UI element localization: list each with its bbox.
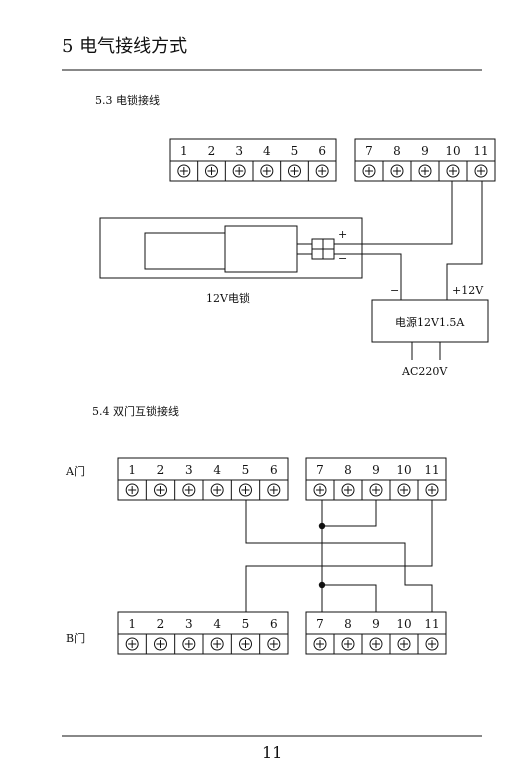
door-b-terminal-block-1-6: 1 2 3 4 5 6 xyxy=(117,611,289,655)
s53-right-terminal-label-7: 7 xyxy=(365,144,373,158)
psu-minus-sign: − xyxy=(390,284,399,297)
b-right-terminal-label-9: 9 xyxy=(372,617,380,631)
s53-right-terminal-label-10: 10 xyxy=(445,144,460,158)
a-right-terminal-label-8: 8 xyxy=(344,463,352,477)
wire-a11-to-b5 xyxy=(245,500,433,612)
b-right-terminal-label-10: 10 xyxy=(396,617,411,631)
b-left-terminal-label-6: 6 xyxy=(270,617,278,631)
b-right-terminal-label-8: 8 xyxy=(344,617,352,631)
section-53-title: 5.3 电锁接线 xyxy=(95,93,160,107)
s53-left-terminal-label-6: 6 xyxy=(318,144,326,158)
door-a-label: A门 xyxy=(65,464,85,478)
s53-right-terminal-label-8: 8 xyxy=(393,144,401,158)
wire-11-to-psu-plus xyxy=(446,181,483,300)
a-left-terminal-label-3: 3 xyxy=(185,463,193,477)
section-54-title: 5.4 双门互锁接线 xyxy=(92,404,179,418)
b-left-terminal-label-5: 5 xyxy=(242,617,250,631)
a-right-frame xyxy=(305,457,447,501)
a-left-terminal-label-5: 5 xyxy=(242,463,250,477)
psu-label: 电源12V1.5A xyxy=(395,315,465,329)
a-right-terminal-label-11: 11 xyxy=(424,463,439,477)
s53-left-terminal-label-3: 3 xyxy=(235,144,243,158)
lock-label: 12V电锁 xyxy=(206,291,250,305)
s53-left-terminal-label-5: 5 xyxy=(291,144,299,158)
a-right-terminal-label-7: 7 xyxy=(316,463,324,477)
junction-dot-a xyxy=(318,522,326,530)
page-title: 5 电气接线方式 xyxy=(62,36,187,57)
psu-plus-label: +12V xyxy=(452,284,484,297)
door-a-terminal-block-1-6: 1 2 3 4 5 6 xyxy=(117,457,289,501)
lock-solenoid xyxy=(224,225,298,273)
page-number: 11 xyxy=(262,743,282,762)
s53-left-terminal-label-1: 1 xyxy=(180,144,188,158)
wire-a5-to-b11 xyxy=(245,500,433,612)
s53-right-terminal-label-9: 9 xyxy=(421,144,429,158)
a-right-terminal-label-10: 10 xyxy=(396,463,411,477)
s53-left-terminal-label-2: 2 xyxy=(208,144,216,158)
s53-terminal-block-7-11: 7 8 9 10 11 xyxy=(354,138,496,182)
b-left-terminal-label-3: 3 xyxy=(185,617,193,631)
b-left-terminal-label-2: 2 xyxy=(157,617,165,631)
wire-a9-to-common xyxy=(322,500,377,527)
s53-right-terminal-label-11: 11 xyxy=(473,144,488,158)
a-left-terminal-label-1: 1 xyxy=(128,463,136,477)
a-right-terminal-label-9: 9 xyxy=(372,463,380,477)
door-b-label: B门 xyxy=(66,631,85,645)
junction-dot-b xyxy=(318,581,326,589)
wire-b9-to-common xyxy=(322,584,377,612)
a-left-terminal-label-6: 6 xyxy=(270,463,278,477)
b-left-terminal-label-1: 1 xyxy=(128,617,136,631)
ac-input-label: AC220V xyxy=(401,365,448,378)
a-left-terminal-label-4: 4 xyxy=(213,463,221,477)
b-left-terminal-label-4: 4 xyxy=(213,617,221,631)
door-a-terminal-block-7-11: 7 8 9 10 11 xyxy=(305,457,447,501)
door-b-terminal-block-7-11: 7 8 9 10 11 xyxy=(305,611,447,655)
s53-left-terminal-label-4: 4 xyxy=(263,144,271,158)
lock-minus-sign: − xyxy=(338,252,347,265)
b-right-terminal-label-7: 7 xyxy=(316,617,324,631)
a-left-terminal-label-2: 2 xyxy=(157,463,165,477)
power-supply xyxy=(371,299,489,343)
wire-lock-minus-to-psu xyxy=(334,253,402,300)
lock-plus-sign: + xyxy=(338,228,347,241)
lock-bolt xyxy=(144,232,236,270)
wire-lock-plus-to-10 xyxy=(334,181,453,245)
b-right-terminal-label-11: 11 xyxy=(424,617,439,631)
s53-terminal-block-1-6: 1 2 3 4 5 6 xyxy=(169,138,337,182)
